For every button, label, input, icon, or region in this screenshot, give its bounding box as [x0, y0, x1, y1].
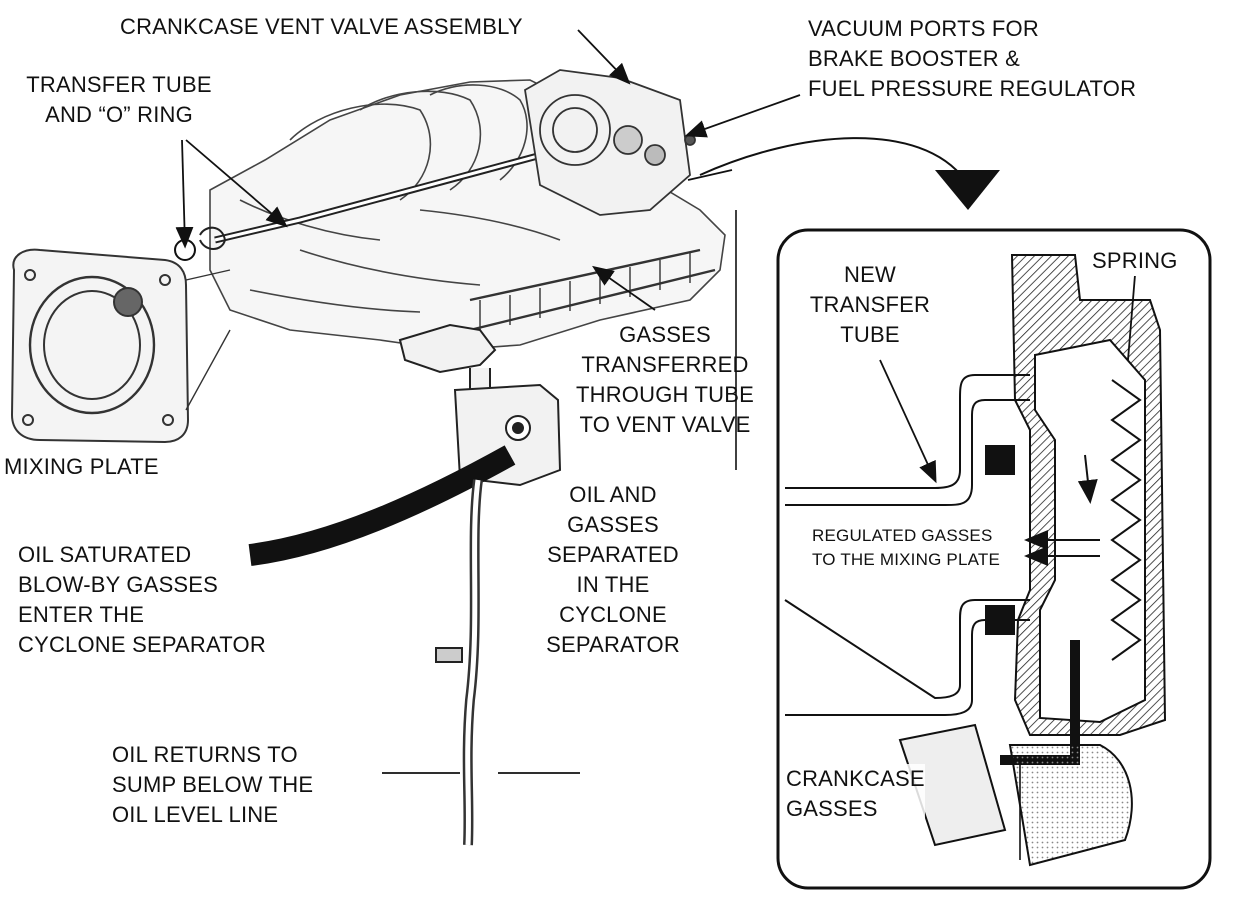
label-line: OIL AND — [569, 482, 657, 507]
label-line: BLOW-BY GASSES — [18, 572, 219, 597]
label-line: CYCLONE SEPARATOR — [18, 632, 266, 657]
label-line: SEPARATED — [547, 542, 679, 567]
label-line: MIXING PLATE — [4, 454, 159, 479]
label-line: GASSES — [567, 512, 659, 537]
leader-lines — [175, 29, 801, 311]
label-spring: SPRING — [1092, 246, 1178, 276]
label-line: GASSES — [786, 796, 878, 821]
label-line: TO VENT VALVE — [579, 412, 751, 437]
o-ring — [174, 239, 196, 261]
label-line: THROUGH TUBE — [575, 382, 754, 407]
label-line: FUEL PRESSURE REGULATOR — [808, 76, 1137, 101]
label-line: TO THE MIXING PLATE — [812, 550, 1001, 569]
label-line: OIL SATURATED — [18, 542, 192, 567]
label-line: SEPARATOR — [546, 632, 680, 657]
label-gasses-transferred: GASSES TRANSFERRED THROUGH TUBE TO VENT … — [565, 320, 765, 440]
label-new-transfer-tube: NEW TRANSFER TUBE — [800, 260, 940, 350]
curved-arrow — [699, 137, 1000, 210]
vent-valve-assembly — [524, 69, 696, 216]
label-vacuum-ports: VACUUM PORTS FOR BRAKE BOOSTER & FUEL PR… — [808, 14, 1136, 104]
label-line: GASSES — [619, 322, 711, 347]
label-line: TRANSFER TUBE — [26, 72, 212, 97]
label-line: ENTER THE — [18, 602, 145, 627]
label-line: CRANKCASE VENT VALVE ASSEMBLY — [120, 14, 523, 39]
label-line: SPRING — [1092, 248, 1178, 273]
label-mixing-plate: MIXING PLATE — [4, 452, 159, 482]
label-line: TUBE — [840, 322, 900, 347]
label-line: SUMP BELOW THE — [112, 772, 314, 797]
label-oil-returns: OIL RETURNS TO SUMP BELOW THE OIL LEVEL … — [112, 740, 313, 830]
label-oil-and-gasses-separated: OIL AND GASSES SEPARATED IN THE CYCLONE … — [528, 480, 698, 660]
mixing-plate — [10, 248, 231, 444]
label-oil-saturated-blow-by: OIL SATURATED BLOW-BY GASSES ENTER THE C… — [18, 540, 266, 660]
label-crankcase-vent-valve-assembly: CRANKCASE VENT VALVE ASSEMBLY — [120, 12, 523, 42]
label-line: AND “O” RING — [45, 102, 193, 127]
label-transfer-tube-o-ring: TRANSFER TUBE AND “O” RING — [14, 70, 224, 130]
label-regulated-gasses: REGULATED GASSES TO THE MIXING PLATE — [812, 524, 1001, 572]
label-line: OIL LEVEL LINE — [112, 802, 279, 827]
label-line: TRANSFER — [809, 292, 931, 317]
label-line: IN THE — [576, 572, 650, 597]
label-line: TRANSFERRED — [581, 352, 749, 377]
label-line: CYCLONE — [559, 602, 667, 627]
label-line: NEW — [844, 262, 896, 287]
label-line: OIL RETURNS TO — [112, 742, 298, 767]
label-crankcase-gasses: CRANKCASE GASSES — [786, 764, 925, 824]
label-line: VACUUM PORTS FOR — [808, 16, 1039, 41]
label-line: CRANKCASE — [786, 766, 925, 791]
cyclone-separator — [248, 323, 562, 846]
label-line: REGULATED GASSES — [812, 526, 993, 545]
label-line: BRAKE BOOSTER & — [808, 46, 1021, 71]
